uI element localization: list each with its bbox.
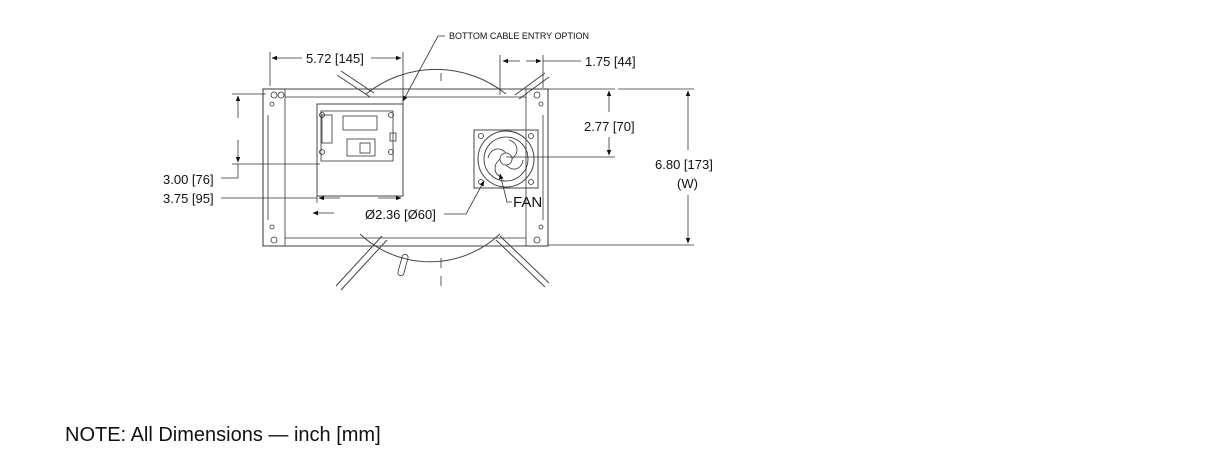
dim-6-80-label: 6.80 [173] [655, 157, 713, 172]
fan-callout: FAN [499, 173, 542, 211]
dimension-1-75: 1.75 [44] [499, 54, 636, 95]
dimension-note: NOTE: All Dimensions — inch [mm] [65, 424, 381, 446]
cable-entry-panel [316, 103, 404, 197]
dim-6-80-sub: (W) [677, 176, 698, 191]
dim-5-72-label: 5.72 [145] [306, 51, 364, 66]
cable-entry-callout: BOTTOM CABLE ENTRY OPTION [402, 31, 589, 102]
plate-slots [397, 73, 442, 286]
dim-3-00-label: 3.00 [76] [163, 172, 214, 187]
dimension-3-00: 3.00 [76] [163, 93, 320, 187]
chassis-frame [262, 88, 549, 247]
dim-1-75-label: 1.75 [44] [585, 54, 636, 69]
dimension-6-80: 6.80 [173] (W) [548, 88, 713, 246]
dimension-2-77: 2.77 [70] [506, 88, 635, 158]
cable-entry-label: BOTTOM CABLE ENTRY OPTION [449, 31, 589, 41]
dimension-5-72: 5.72 [145] [269, 51, 404, 104]
mounting-struts [335, 70, 550, 291]
dimension-fan-diameter: Ø2.36 [Ø60] [312, 180, 485, 222]
fan-label: FAN [513, 194, 542, 211]
fan-assembly [473, 129, 539, 189]
dim-2-77-label: 2.77 [70] [584, 119, 635, 134]
dim-fan-diameter-label: Ø2.36 [Ø60] [365, 207, 436, 222]
dimension-3-75: 3.75 [95] [163, 191, 402, 206]
base-plate-circle [359, 68, 507, 263]
dim-3-75-label: 3.75 [95] [163, 191, 214, 206]
